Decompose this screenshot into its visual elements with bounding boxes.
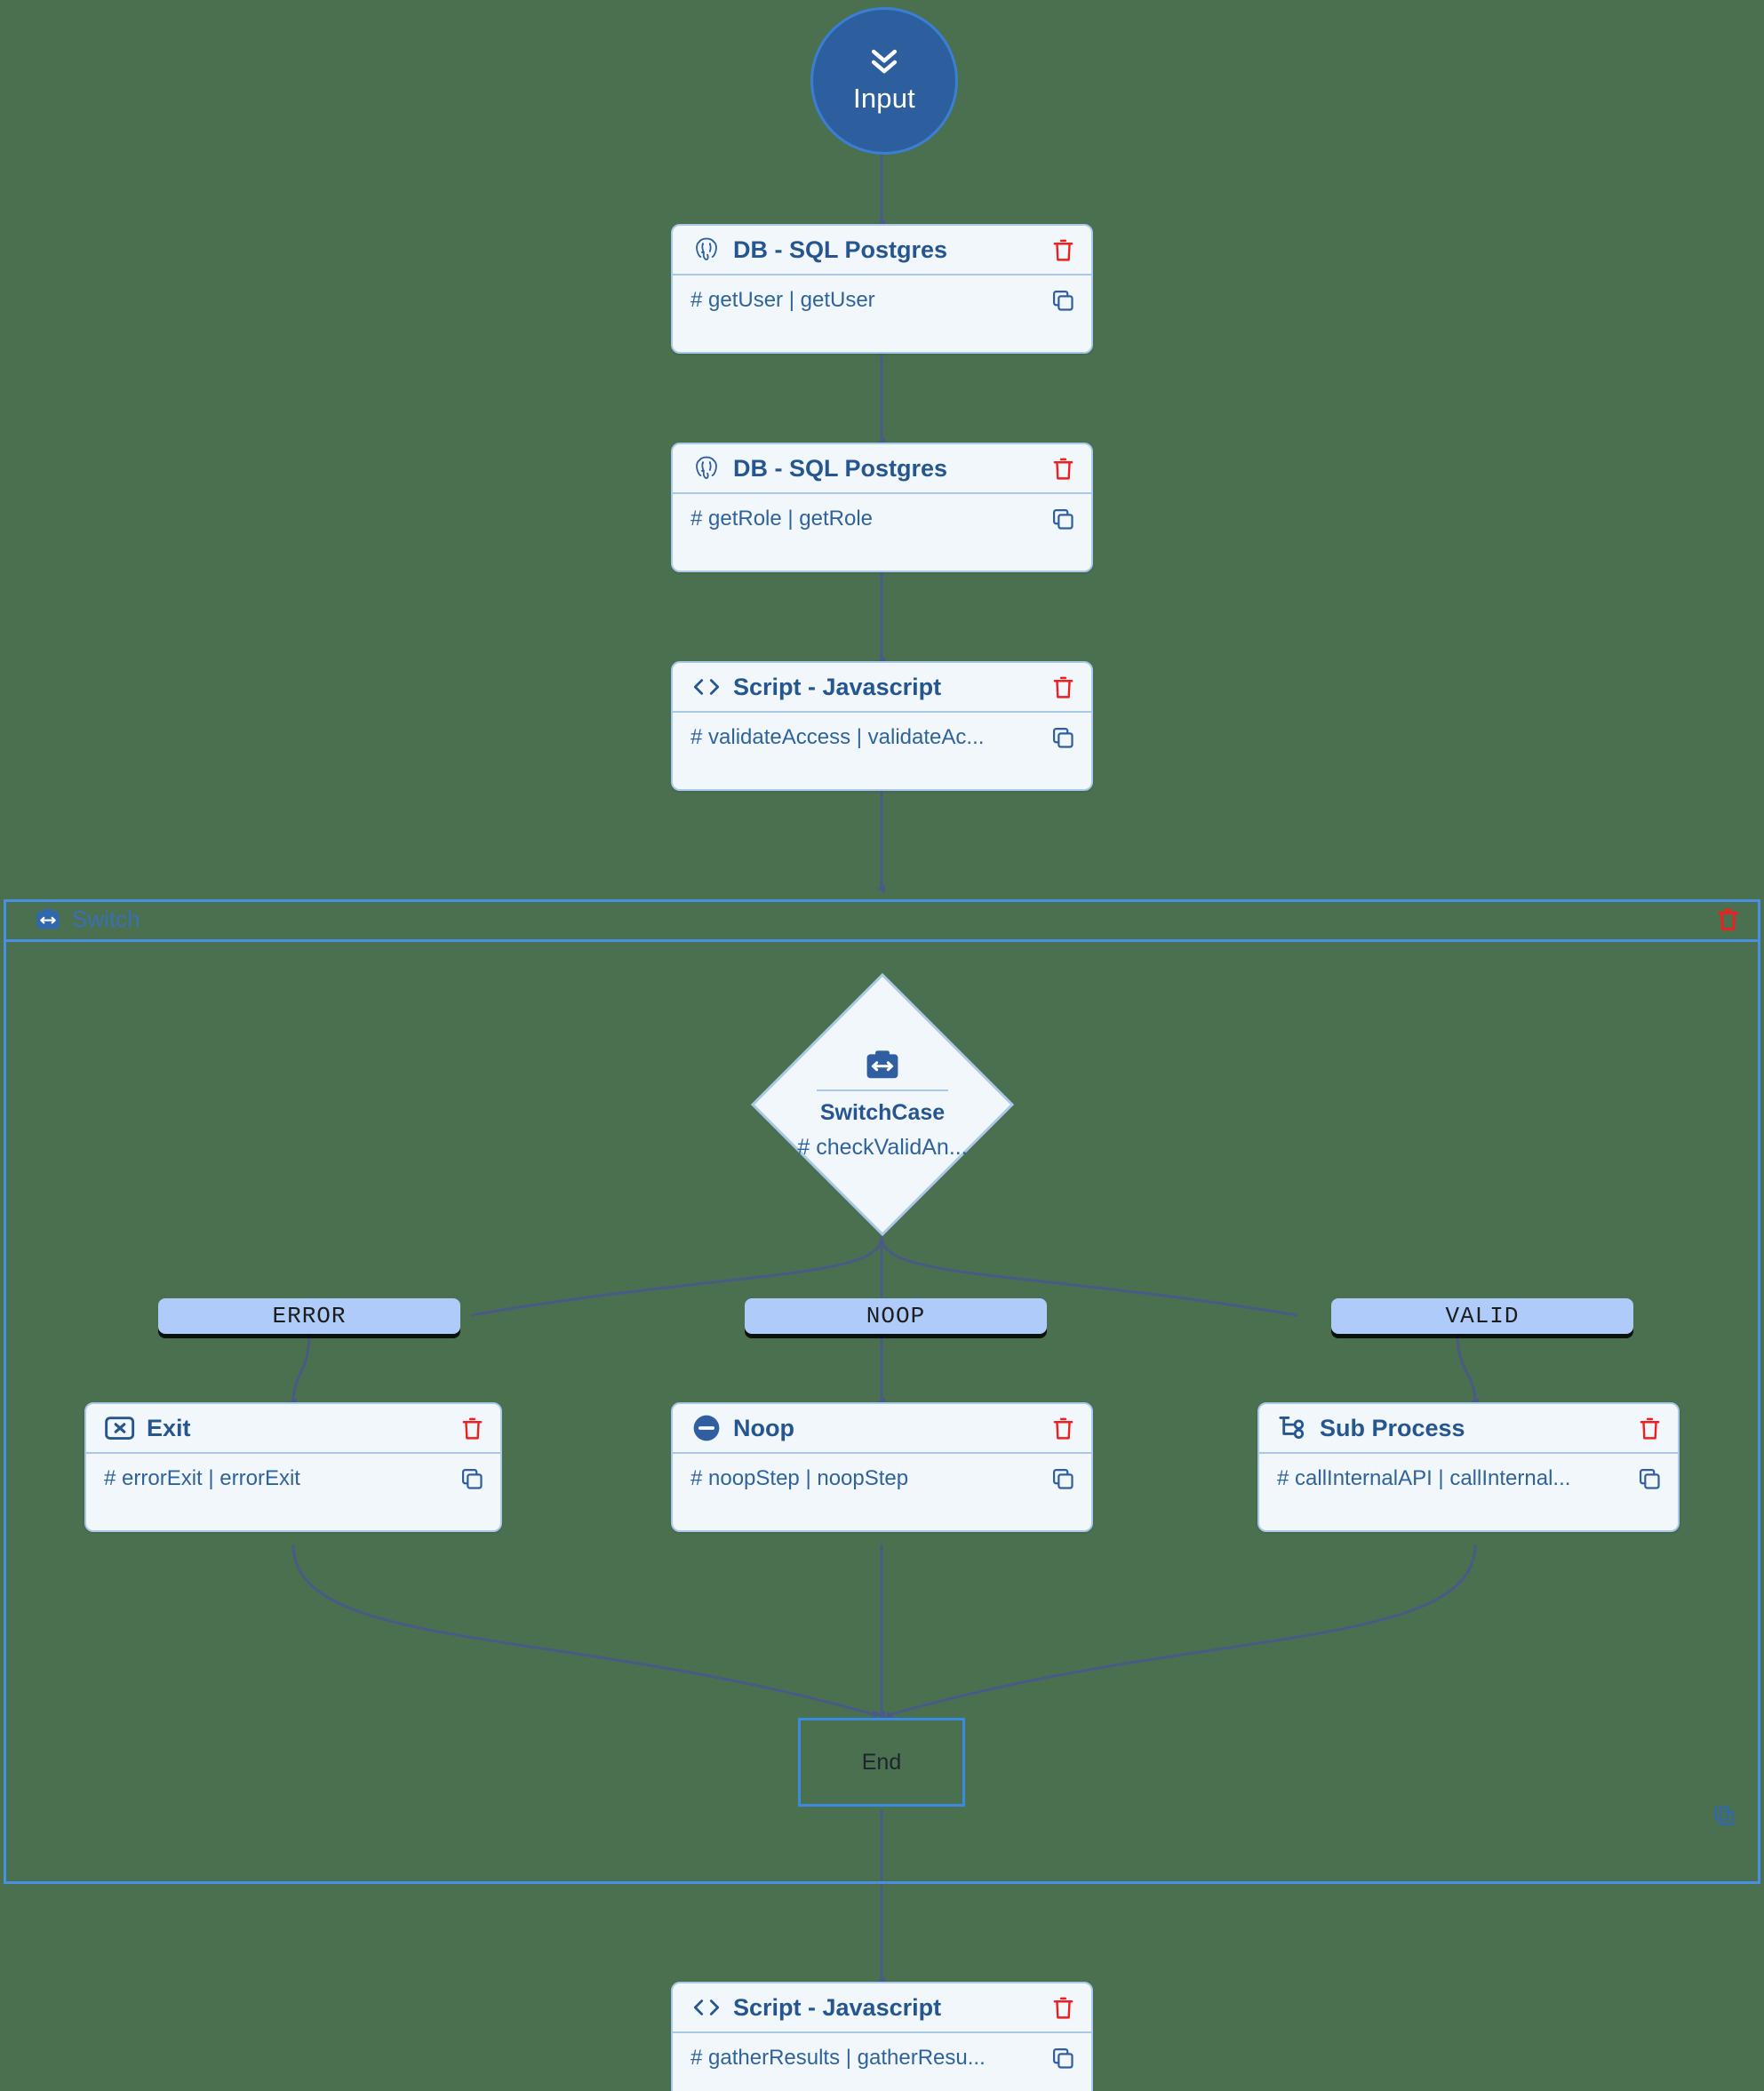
step-card-subtitle: # errorExit | errorExit (104, 1466, 300, 1490)
trash-icon[interactable] (1638, 1416, 1662, 1441)
step-card-body: # validateAccess | validateAc... (673, 713, 1091, 762)
step-card-body: # noopStep | noopStep (673, 1454, 1091, 1504)
minus-circle-icon (690, 1412, 722, 1444)
step-card-title: Script - Javascript (733, 1993, 942, 2021)
copy-icon[interactable] (1637, 1466, 1662, 1491)
step-card-title: Script - Javascript (733, 673, 942, 700)
end-node[interactable]: End (798, 1718, 965, 1807)
step-card-subtitle: # validateAccess | validateAc... (690, 725, 985, 749)
step-card-body: # errorExit | errorExit (86, 1454, 500, 1504)
input-node[interactable]: Input (810, 7, 958, 155)
step-card-exit[interactable]: Exit # errorExit | errorExit (84, 1402, 502, 1532)
step-card-header: Script - Javascript (673, 1983, 1091, 2033)
step-card-body: # getUser | getUser (673, 275, 1091, 325)
step-card-header: Exit (86, 1404, 500, 1454)
postgres-elephant-icon (690, 452, 722, 484)
branch-label-noop[interactable]: NOOP (745, 1298, 1047, 1334)
trash-icon[interactable] (1716, 906, 1740, 932)
step-card-subtitle: # noopStep | noopStep (690, 1466, 909, 1490)
step-card-getuser[interactable]: DB - SQL Postgres # getUser | getUser (671, 224, 1093, 354)
code-brackets-icon (690, 671, 722, 703)
copy-icon[interactable] (1712, 1804, 1736, 1827)
step-card-title: Exit (147, 1414, 191, 1441)
step-card-gatherresults[interactable]: Script - Javascript # gatherResults | ga… (671, 1982, 1093, 2091)
diamond-shape (750, 972, 1015, 1237)
branch-label-valid[interactable]: VALID (1331, 1298, 1633, 1334)
step-card-getrole[interactable]: DB - SQL Postgres # getRole | getRole (671, 443, 1093, 572)
input-node-label: Input (853, 83, 915, 114)
copy-icon[interactable] (1050, 507, 1075, 531)
step-card-title: DB - SQL Postgres (733, 235, 948, 263)
switch-container-title: Switch (72, 906, 140, 932)
trash-icon[interactable] (1051, 1416, 1075, 1441)
step-card-title: DB - SQL Postgres (733, 454, 948, 482)
step-card-header: DB - SQL Postgres (673, 444, 1091, 494)
trash-icon[interactable] (1051, 456, 1075, 482)
step-card-header: DB - SQL Postgres (673, 226, 1091, 275)
step-card-subtitle: # gatherResults | gatherResu... (690, 2046, 986, 2070)
trash-icon[interactable] (1051, 1995, 1075, 2021)
step-card-subtitle: # getRole | getRole (690, 507, 874, 531)
trash-icon[interactable] (1051, 237, 1075, 263)
step-card-body: # getRole | getRole (673, 494, 1091, 544)
step-card-noop[interactable]: Noop # noopStep | noopStep (671, 1402, 1093, 1532)
postgres-elephant-icon (690, 234, 722, 266)
step-card-subtitle: # callInternalAPI | callInternal... (1277, 1466, 1571, 1490)
step-card-subtitle: # getUser | getUser (690, 288, 875, 312)
switch-container-header[interactable]: Switch (4, 899, 1760, 942)
switchcase-node[interactable]: SwitchCase # checkValidAn... (749, 971, 1016, 1238)
step-card-body: # callInternalAPI | callInternal... (1259, 1454, 1678, 1504)
step-card-body: # gatherResults | gatherResu... (673, 2033, 1091, 2083)
copy-icon[interactable] (1050, 725, 1075, 750)
switch-arrows-icon (35, 907, 61, 932)
step-card-header: Script - Javascript (673, 663, 1091, 713)
step-card-subprocess[interactable]: Sub Process # callInternalAPI | callInte… (1257, 1402, 1680, 1532)
step-card-title: Sub Process (1320, 1414, 1465, 1441)
step-card-title: Noop (733, 1414, 794, 1441)
sub-process-tree-icon (1277, 1412, 1309, 1444)
copy-icon[interactable] (1050, 1466, 1075, 1491)
step-card-header: Noop (673, 1404, 1091, 1454)
code-brackets-icon (690, 1991, 722, 2023)
copy-icon[interactable] (459, 1466, 484, 1491)
trash-icon[interactable] (1051, 674, 1075, 700)
exit-box-x-icon (104, 1412, 136, 1444)
copy-icon[interactable] (1050, 288, 1075, 313)
step-card-header: Sub Process (1259, 1404, 1678, 1454)
branch-label-error[interactable]: ERROR (158, 1298, 460, 1334)
double-chevron-down-icon (865, 47, 904, 77)
copy-icon[interactable] (1050, 2046, 1075, 2071)
trash-icon[interactable] (460, 1416, 484, 1441)
step-card-validateaccess[interactable]: Script - Javascript # validateAccess | v… (671, 661, 1093, 791)
